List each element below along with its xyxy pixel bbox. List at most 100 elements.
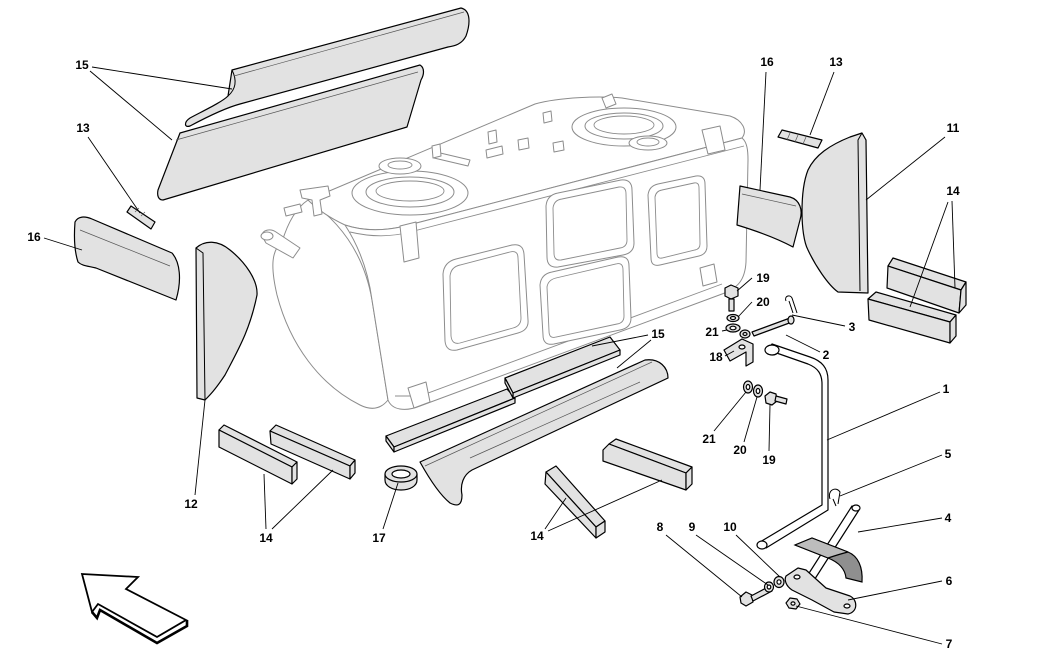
bolt-shank [728, 298, 735, 312]
callout-21: 21 [702, 432, 716, 446]
leader-line [591, 334, 649, 347]
part-15-bottom-long-panel [419, 359, 669, 506]
end-panel [801, 132, 869, 294]
callout-15: 15 [75, 58, 89, 72]
insulation-panel [157, 64, 425, 201]
callout-14: 14 [530, 529, 544, 543]
strap-clevis [764, 344, 780, 356]
leader-line [785, 334, 821, 353]
part-15-lower-panel [157, 64, 425, 201]
tank-fitting [485, 145, 504, 159]
long-curved-panel [419, 359, 669, 506]
tank-mount-bracket [283, 203, 303, 217]
tank-filler-ring-right-hole [593, 115, 655, 135]
bracket-hole [738, 344, 746, 350]
tank-recess-panel-inner [449, 251, 522, 344]
block-end [958, 281, 967, 314]
leader-line [91, 66, 233, 90]
tank-fitting [517, 137, 530, 151]
tank-fitting [542, 110, 553, 124]
part-4-pad [793, 537, 863, 583]
bracket-hole [843, 603, 851, 609]
callout-2: 2 [823, 348, 830, 362]
part-2-cotter-pin [785, 295, 798, 314]
leader-line [43, 237, 83, 251]
part-14-block-right-a [886, 257, 967, 314]
clevis-pin [751, 317, 793, 337]
split-washer-hole [729, 315, 737, 321]
callout-12: 12 [184, 497, 198, 511]
leader-lines [43, 66, 956, 645]
leader-line [547, 479, 663, 532]
part-14-block-right-b [867, 291, 957, 344]
leader-line [737, 301, 753, 318]
part-15-upper-strip [184, 7, 470, 127]
tank-filler-ring-left-inner [365, 176, 455, 208]
callout-14: 14 [259, 531, 273, 545]
leader-line [826, 391, 941, 441]
part-13-pin-left [126, 205, 156, 230]
part-20-washer-lower [752, 384, 764, 398]
part-11-end-panel [801, 132, 869, 294]
part-20-washer-upper [726, 313, 740, 323]
long-curved-panel-crease [469, 381, 641, 459]
tank-vent-pipe-end [260, 231, 274, 241]
tank-strap-bracket [399, 221, 420, 263]
insulation-panel-edge [393, 397, 516, 453]
leader-line [736, 277, 753, 292]
tank-recess-panel [545, 179, 635, 268]
pin [126, 205, 156, 230]
tank-recess-panel-inner [546, 263, 625, 338]
callout-7: 7 [946, 637, 953, 651]
callout-19: 19 [762, 453, 776, 467]
callout-16: 16 [760, 55, 774, 69]
leader-line [735, 534, 781, 578]
part-6-bracket [784, 567, 857, 615]
bolt-shank [774, 395, 788, 405]
tank-fitting [431, 143, 442, 159]
callout-10: 10 [723, 520, 737, 534]
tank-small-neck-left-inner [387, 160, 413, 170]
tank-fitting [487, 129, 498, 145]
tank-recess-panel [539, 256, 632, 345]
leader-line [87, 136, 141, 214]
callout-20: 20 [733, 443, 747, 457]
leader-line [768, 404, 771, 452]
part-1-strap [756, 343, 829, 550]
leader-line [795, 605, 943, 645]
insulation-panel-edge [175, 71, 419, 141]
callout-4: 4 [945, 511, 952, 525]
callout-13: 13 [76, 121, 90, 135]
flat-washer-hole [745, 383, 751, 391]
callout-15: 15 [651, 327, 665, 341]
fuel-tank [260, 93, 749, 410]
tank-mount-bracket [299, 185, 331, 217]
end-panel-edge [857, 132, 863, 292]
tank-recess-panel [647, 175, 708, 266]
curved-panel [736, 185, 802, 248]
callout-18: 18 [709, 350, 723, 364]
part-13-pin-right [777, 129, 823, 149]
tank-small-neck-right-inner [636, 137, 660, 147]
leader-line [721, 329, 728, 332]
callout-6: 6 [946, 574, 953, 588]
hex-nut-hole [790, 601, 796, 606]
part-16-panel-right [736, 185, 802, 248]
tank-fitting [552, 140, 565, 153]
leader-line [743, 396, 758, 443]
part-5-clip [828, 488, 841, 507]
arrow-outline [80, 573, 188, 639]
tank-recess-panel [442, 244, 529, 351]
tank-recess-panel-inner [654, 182, 701, 259]
retaining-strap [759, 343, 829, 549]
part-14-block-mid-a [544, 465, 606, 539]
leader-line [857, 517, 943, 533]
end-panel [195, 241, 258, 401]
leader-line [263, 473, 267, 530]
callout-3: 3 [849, 320, 856, 334]
leader-line [382, 482, 399, 530]
mounting-bracket [784, 567, 857, 615]
callout-21: 21 [705, 325, 719, 339]
clevis-eye-hole [742, 331, 748, 337]
